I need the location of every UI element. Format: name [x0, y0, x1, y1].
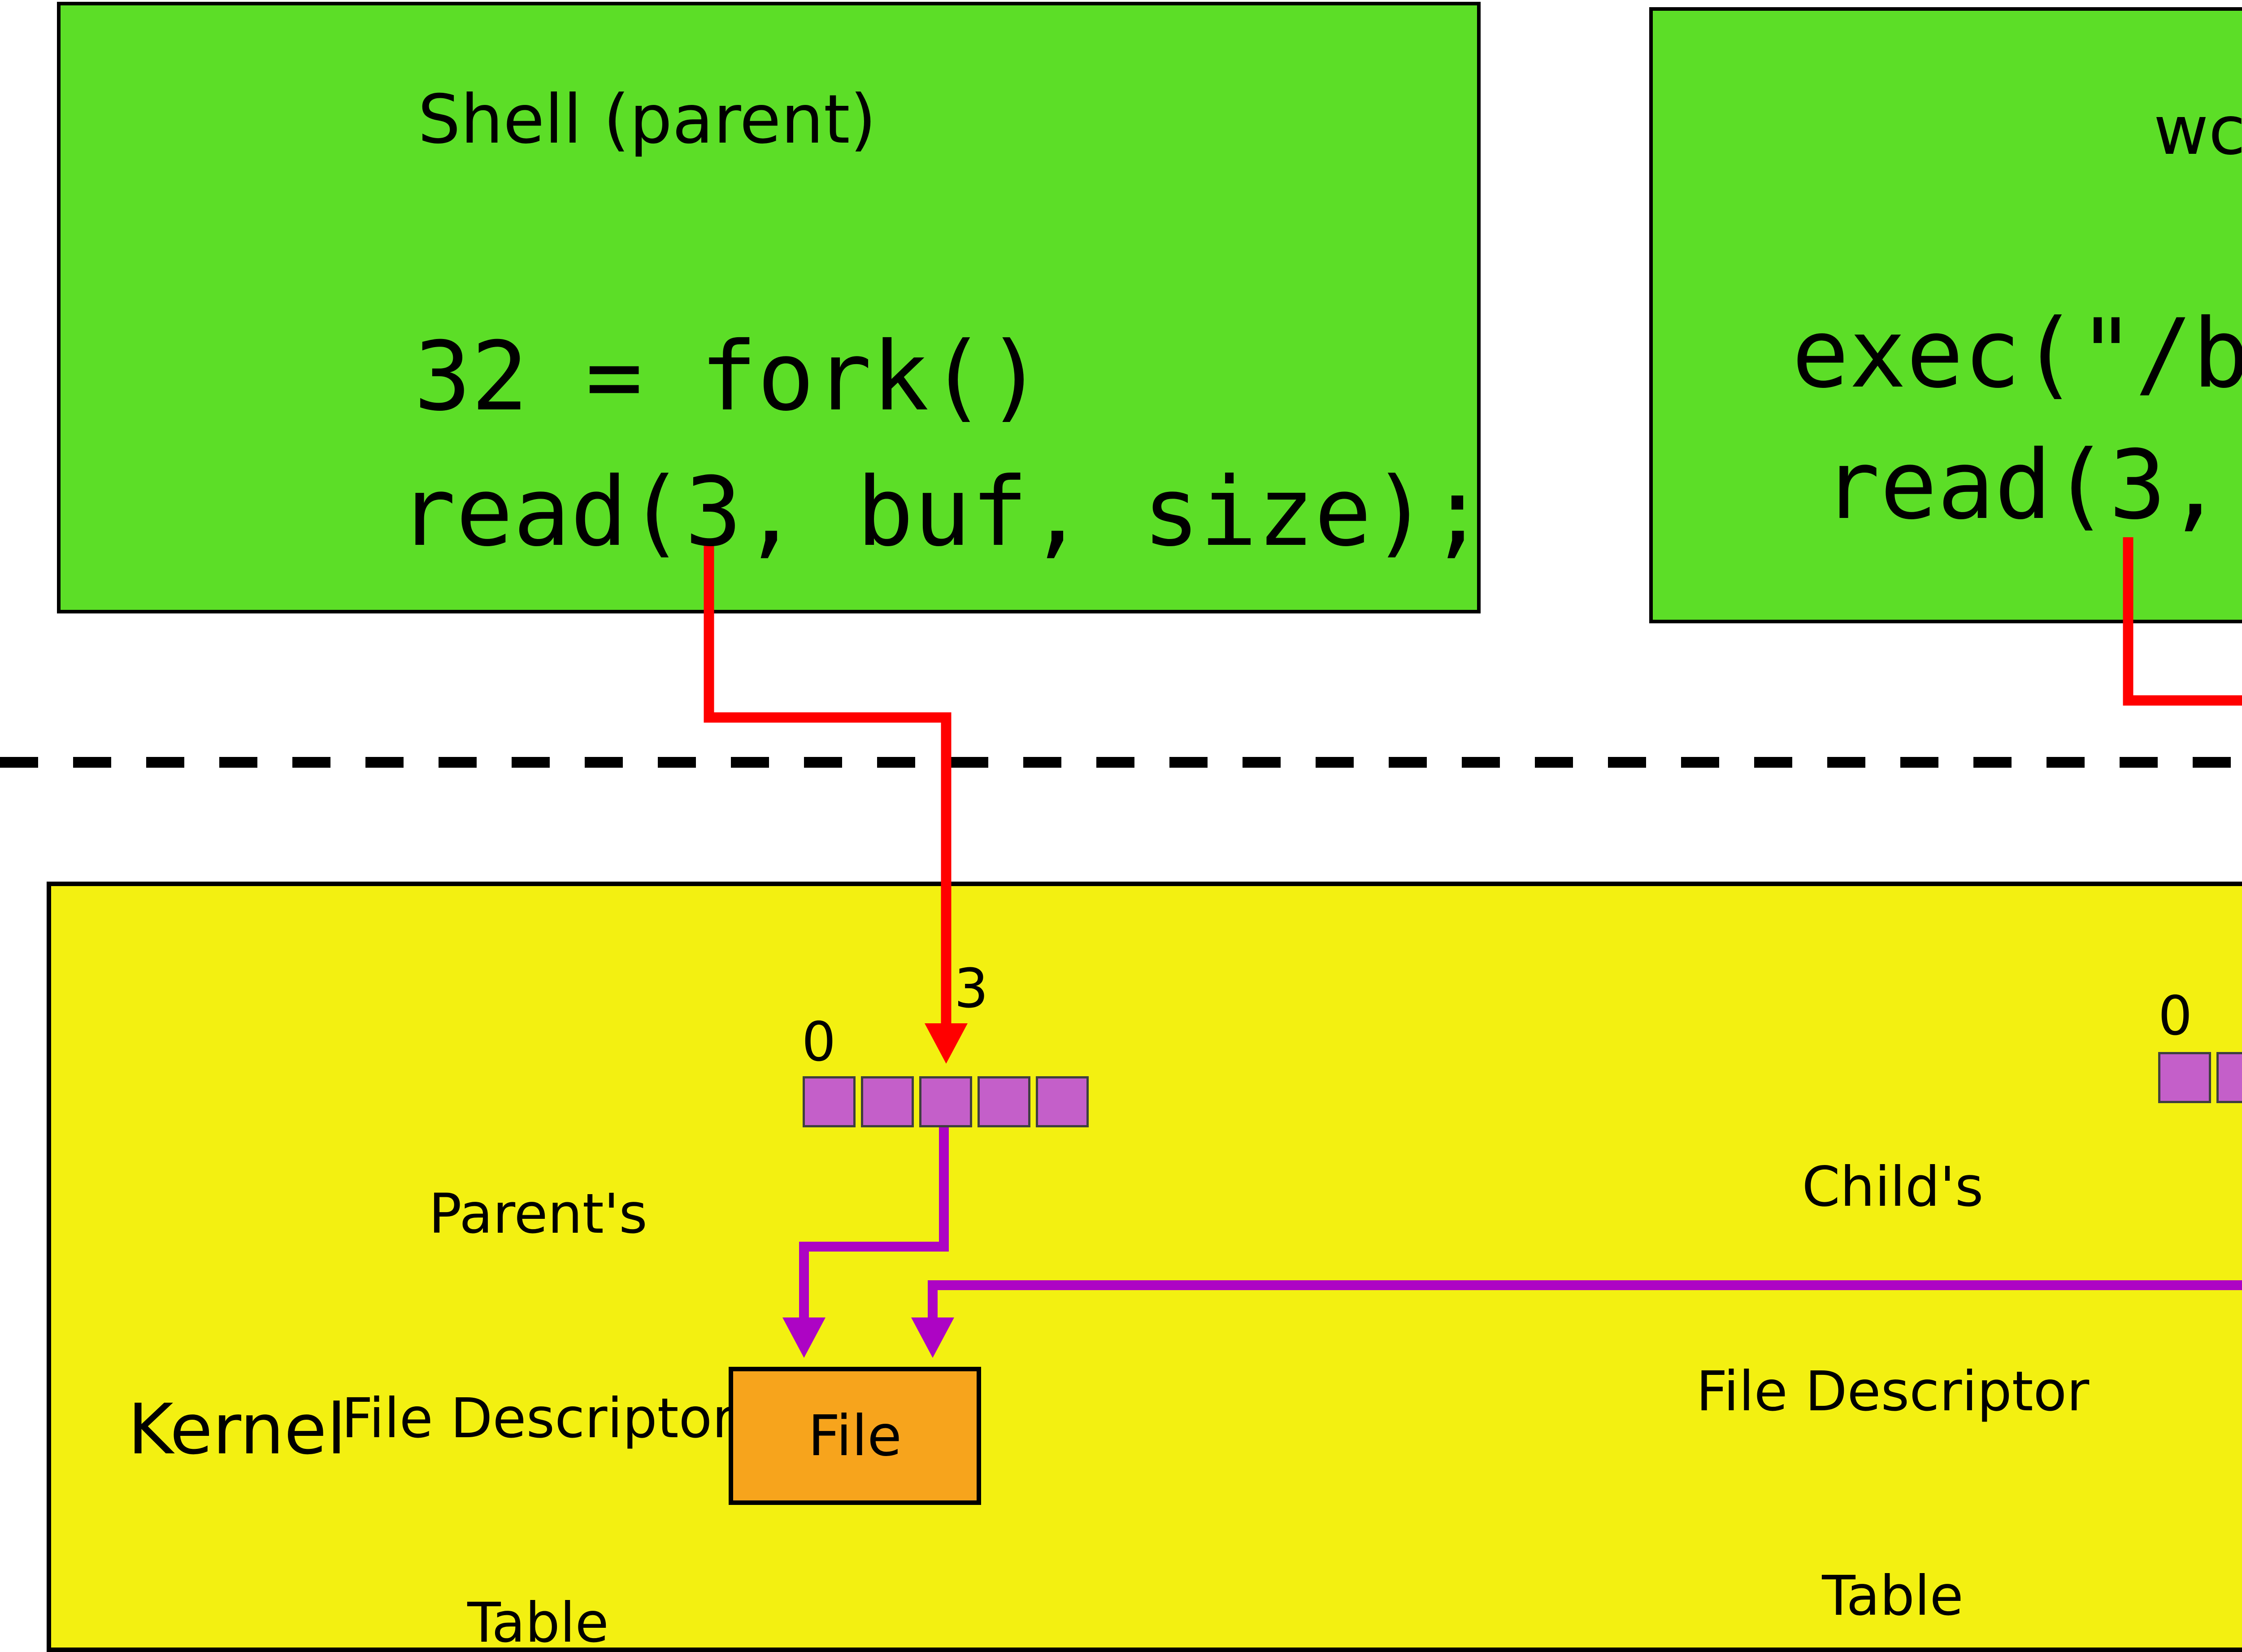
child-fd-table-label: Child's File Descriptor Table — [1696, 1017, 2090, 1652]
parent-code-fork: 32 = fork() — [414, 321, 1043, 432]
child-fd-table-label-line2: File Descriptor — [1696, 1360, 2090, 1423]
parent-fd-arrowhead-icon — [782, 1317, 826, 1358]
parent-fd-table — [803, 1076, 1089, 1127]
kernel-box — [47, 882, 2242, 1652]
parent-fd-table-label-line1: Parent's — [429, 1182, 647, 1246]
child-code-exec: exec("/bin/wc", argv) — [1792, 298, 2242, 409]
parent-fd-to-file-line — [799, 1127, 949, 1321]
child-fd-to-file-line — [928, 1280, 2242, 1321]
fd-cell — [978, 1076, 1030, 1127]
file-box: File — [729, 1367, 981, 1505]
fd-cell — [861, 1076, 914, 1127]
child-process-title: wc -l — [2153, 92, 2242, 170]
file-box-label: File — [808, 1403, 902, 1469]
child-code-read: read(3, buf, size); — [1823, 430, 2224, 540]
child-process-box — [1649, 7, 2242, 623]
parent-fd-table-label: Parent's File Descriptor Table — [342, 1043, 735, 1652]
fd-cell — [2158, 1052, 2211, 1103]
child-fd-table — [2158, 1052, 2242, 1103]
kernel-label: Kernel — [128, 1389, 346, 1470]
parent-process-box — [57, 2, 1481, 613]
fd-cell — [1036, 1076, 1089, 1127]
parent-fd-index-0: 0 — [801, 1011, 836, 1074]
parent-process-title: Shell (parent) — [417, 81, 877, 159]
child-fd-arrowhead-icon — [911, 1317, 954, 1358]
parent-fd-table-label-line2: File Descriptor — [341, 1387, 735, 1450]
parent-fd-index-3: 3 — [954, 958, 989, 1020]
fd-cell — [803, 1076, 856, 1127]
child-fd-table-label-line3: Table — [1822, 1564, 1964, 1628]
fd-cell — [919, 1076, 972, 1127]
parent-code-read: read(3, buf, size); — [399, 456, 1486, 567]
child-fd-index-0: 0 — [2158, 985, 2193, 1048]
parent-fd-table-label-line3: Table — [467, 1591, 609, 1652]
parent-read-arrowhead-icon — [925, 1023, 968, 1064]
child-read-to-fd-line — [2123, 537, 2242, 706]
parent-read-to-fd-line — [704, 543, 952, 1026]
child-fd-table-label-line1: Child's — [1802, 1155, 1984, 1219]
fd-cell — [2216, 1052, 2242, 1103]
